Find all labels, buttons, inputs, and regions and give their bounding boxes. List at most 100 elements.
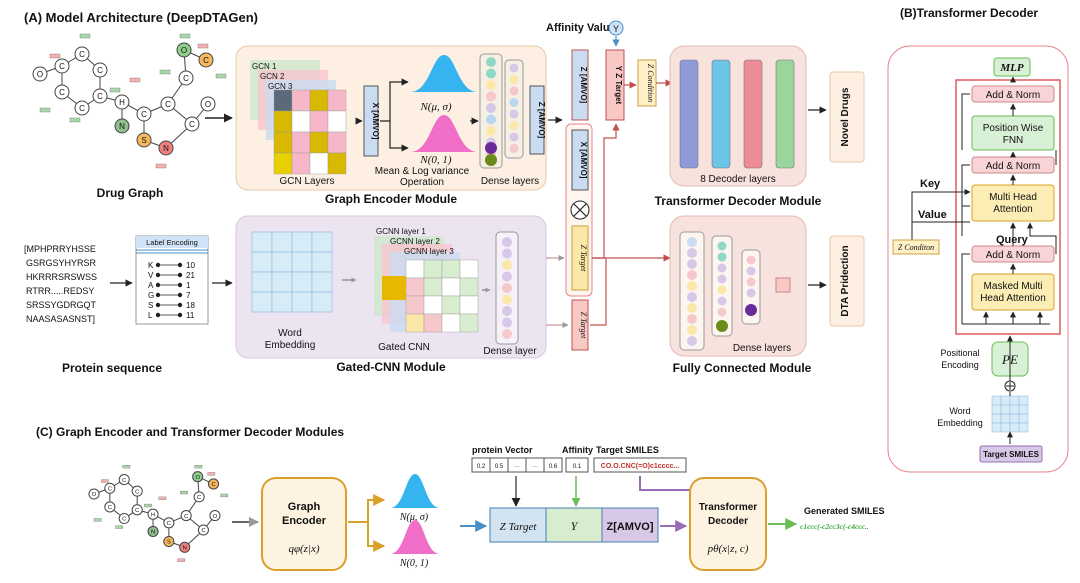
arrow-encoder-to-mu	[348, 494, 386, 523]
svg-text:C: C	[135, 489, 139, 495]
svg-text:Masked Multi: Masked Multi	[984, 281, 1043, 292]
mlp-box	[993, 57, 1031, 77]
label-encoding-letter: V	[148, 271, 154, 280]
svg-text:C: C	[122, 517, 126, 523]
svg-text:C: C	[165, 100, 171, 109]
decoder-arrows	[961, 76, 1057, 325]
svg-text:C: C	[108, 505, 112, 511]
word-embedding-label-2: Embedding	[265, 340, 316, 351]
svg-text:S: S	[167, 540, 171, 546]
mlp-label: MLP	[999, 62, 1024, 74]
svg-text:Attention: Attention	[993, 204, 1032, 215]
z-target-c-label: Z Target	[500, 521, 538, 533]
svg-text:NAASASASNST]: NAASASASNST]	[26, 314, 95, 324]
arrow-ztarget-up	[590, 258, 607, 326]
arrow-x-to-mu-sigma	[380, 78, 409, 122]
x-amvo-vector	[363, 85, 379, 157]
gcn1-label: GCN 1	[252, 62, 277, 71]
gcn-layers-label: GCN Layers	[279, 176, 334, 187]
y-c-label: Y	[571, 519, 579, 533]
gcnn3-label: GCNN layer 3	[404, 247, 454, 256]
add-operator-plus	[1006, 382, 1014, 390]
word-embedding-label-1: Word	[278, 328, 302, 339]
z-amvo-c-label: Z[AMVO]	[606, 521, 653, 533]
z-target-b-label: Z Target	[579, 312, 588, 340]
svg-text:N: N	[119, 122, 125, 131]
protein-vector-cell: 0.5	[495, 464, 504, 470]
q-phi-label: qφ(z|x)	[288, 543, 319, 555]
decoder-layers-label: 8 Decoder layers	[700, 174, 776, 185]
y-z-target-label: Y Z Target	[614, 66, 623, 105]
svg-text:C: C	[141, 110, 147, 119]
fc-dense-layers	[679, 231, 761, 351]
protein-vector-cell: ···	[532, 464, 538, 470]
svg-text:H: H	[119, 98, 125, 107]
graph-encoder-label-1: Graph	[288, 501, 321, 513]
normal-0-1-c: N(0, 1)	[399, 558, 429, 569]
svg-text:O: O	[205, 100, 211, 109]
svg-text:N: N	[183, 545, 187, 551]
z-target-vector-b	[571, 299, 589, 351]
svg-text:C: C	[108, 486, 112, 492]
decoder-blocks	[679, 59, 795, 169]
fully-connected-module-title: Fully Connected Module	[673, 361, 812, 375]
z-target-cell	[489, 507, 547, 543]
target-smiles-box	[979, 445, 1043, 463]
svg-text:Add & Norm: Add & Norm	[986, 90, 1040, 101]
svg-text:C: C	[135, 508, 139, 514]
z-condition-b-label: Z Conditon	[898, 243, 934, 252]
target-smiles-c-value: CO.O.CNC(=O)c1cccc...	[601, 463, 679, 470]
affinity-value-label: Affinity Value	[546, 22, 616, 34]
word-embedding-b-2: Embedding	[937, 418, 983, 428]
positional-encoding-2: Encoding	[941, 360, 979, 370]
masked-multi-head-attention	[971, 273, 1055, 311]
target-smiles-cell	[593, 457, 687, 473]
svg-text:Position Wise: Position Wise	[983, 123, 1044, 134]
protein-vector-cell: 0.6	[549, 464, 558, 470]
label-encoding-letter: L	[148, 311, 153, 320]
label-encoding-letter: K	[148, 261, 154, 270]
gaussian-blue	[410, 55, 478, 92]
dta-prediction-label: DTA Pridection	[840, 245, 851, 316]
svg-text:C: C	[97, 66, 103, 75]
svg-text:HKRRRSRSWSS: HKRRRSRSWSS	[26, 272, 97, 282]
svg-text:SRSSYGDRGQT: SRSSYGDRGQT	[26, 300, 97, 310]
label-encoding-letter: A	[148, 281, 154, 290]
decoder-block-frame	[955, 79, 1061, 335]
z-amvo-vector	[571, 49, 589, 121]
svg-text:C: C	[203, 56, 209, 65]
label-encoding-title: Label Encoding	[146, 238, 198, 247]
arrow-key	[911, 189, 971, 240]
svg-text:C: C	[79, 104, 85, 113]
x-amvo-b-label: X [AMVO]	[579, 142, 588, 179]
word-embedding-b-1: Word	[949, 406, 970, 416]
svg-text:N: N	[163, 144, 169, 153]
y-circle-label: Y	[613, 24, 619, 34]
word-embedding-b-grid	[991, 395, 1029, 433]
dense-layers-label: Dense layers	[481, 176, 539, 187]
positional-encoding-1: Positional	[940, 348, 979, 358]
transformer-decoder-c-2: Decoder	[708, 516, 748, 527]
svg-text:C: C	[59, 62, 65, 71]
svg-text:C: C	[197, 495, 201, 501]
key-label: Key	[920, 178, 941, 190]
svg-text:O: O	[181, 46, 187, 55]
gcnn1-label: GCNN layer 1	[376, 227, 426, 236]
svg-text:C: C	[79, 50, 85, 59]
z-amvo-vector-inner	[529, 85, 545, 155]
drug-graph-label: Drug Graph	[97, 186, 164, 200]
target-smiles-label: Target SMILES	[983, 450, 1040, 459]
decoder-stack: Add & Norm Position Wise FNN Add & Norm …	[971, 85, 1055, 311]
svg-text:C: C	[201, 528, 205, 534]
svg-text:S: S	[141, 136, 146, 145]
z-amvo-label: Z [AMVO]	[579, 67, 588, 104]
svg-text:C: C	[97, 92, 103, 101]
label-encoding-value: 11	[186, 311, 195, 320]
svg-text:C: C	[183, 74, 189, 83]
value-label: Value	[918, 209, 947, 221]
z-amvo-cell	[601, 507, 659, 543]
svg-text:RTRR.....REDSY: RTRR.....REDSY	[26, 286, 94, 296]
